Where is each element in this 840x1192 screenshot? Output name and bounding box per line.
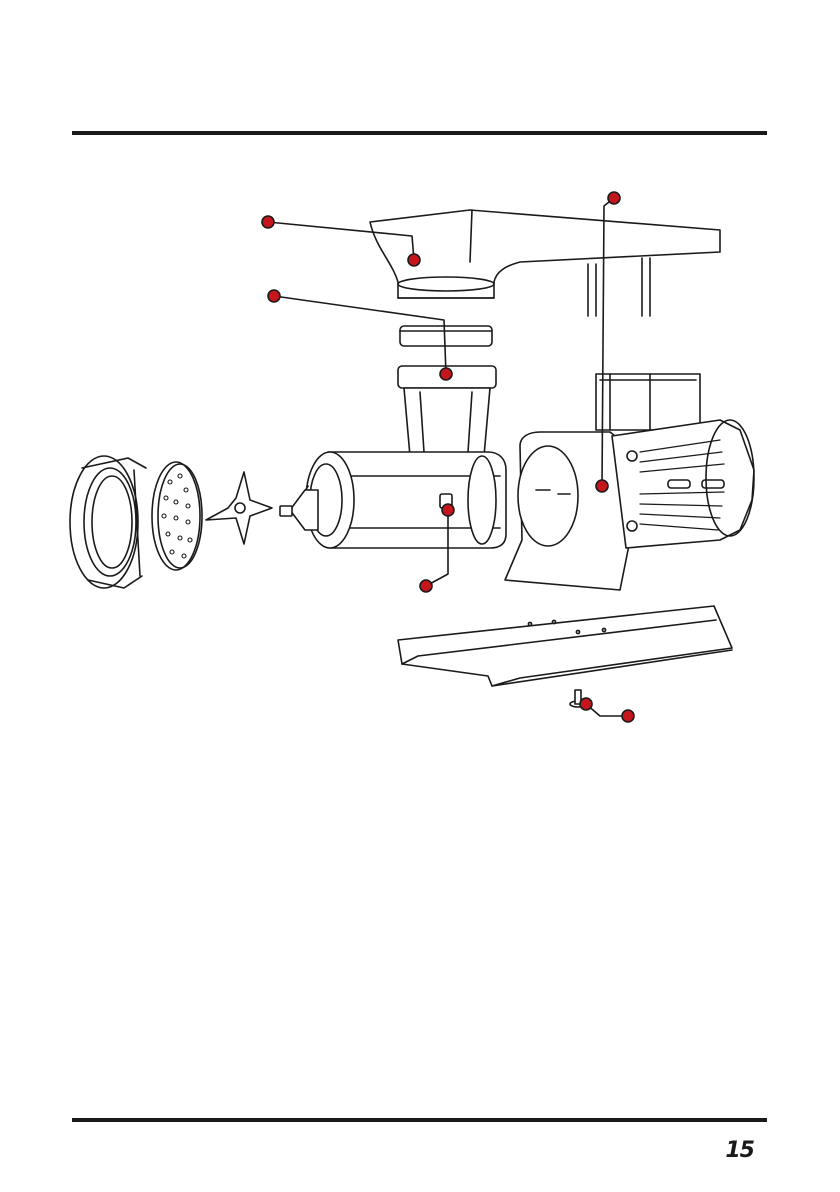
page-number: 15 — [725, 1138, 754, 1163]
sealing-ring — [400, 326, 492, 346]
perforated-plate — [152, 462, 202, 570]
callout-dot-base-screw — [622, 710, 634, 722]
base-plate — [398, 606, 732, 686]
callout-dot-lock-knob — [420, 580, 432, 592]
callout-dot-lock-knob-target — [442, 504, 454, 516]
callout-dot-feed-throat-target — [440, 368, 452, 380]
feed-tray — [370, 210, 720, 316]
bottom-rule — [72, 1118, 767, 1122]
callout-dot-feed-throat — [268, 290, 280, 302]
auger — [280, 490, 318, 530]
callout-dot-base-screw-target — [580, 698, 592, 710]
callout-dot-feed-tray — [262, 216, 274, 228]
callout-dot-motor-housing-target — [596, 480, 608, 492]
cutting-knife — [206, 472, 272, 544]
callout-dot-feed-tray-target — [408, 254, 420, 266]
grinder-head — [302, 366, 506, 548]
callout-dot-motor-housing — [608, 192, 620, 204]
motor-housing — [505, 374, 754, 590]
ring-nut — [70, 456, 146, 588]
